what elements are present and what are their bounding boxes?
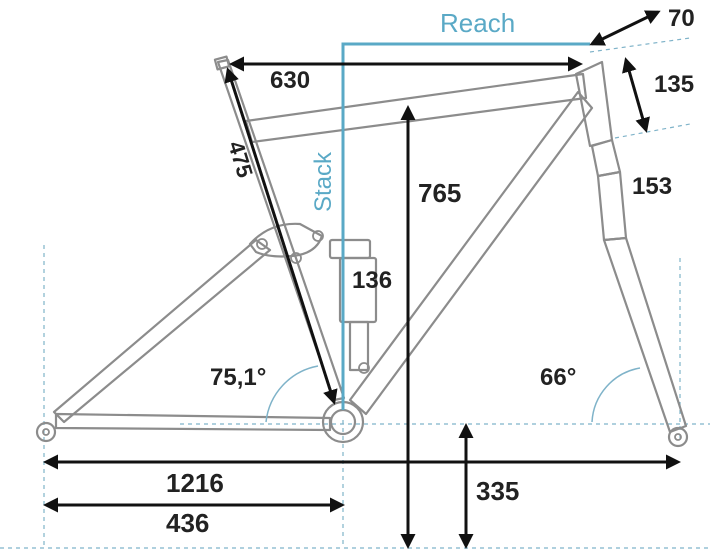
dimension-arrows	[43, 10, 681, 549]
seat-angle-label: 75,1°	[210, 364, 266, 391]
head-angle-label: 66°	[540, 364, 576, 391]
head-tube-label: 135	[654, 71, 694, 98]
wheelbase-label: 1216	[166, 468, 224, 498]
reach-offset-arrow	[589, 10, 661, 46]
shock-label: 136	[352, 267, 392, 294]
offset-label: 70	[668, 5, 695, 32]
fork-label: 153	[632, 173, 672, 200]
seat-tube-arrow	[224, 67, 338, 405]
seat-angle-arc	[265, 365, 319, 423]
stack-value-label: 765	[418, 178, 461, 208]
guide-lines	[0, 37, 712, 549]
chainstay-label: 436	[166, 508, 209, 538]
head-tube-arrow	[622, 57, 650, 133]
reach-label: Reach	[440, 8, 515, 38]
top-tube-label: 630	[270, 67, 310, 94]
stack-label: Stack	[310, 151, 337, 212]
head-angle-arc	[591, 367, 641, 423]
bike-frame	[35, 55, 689, 448]
bb-height-label: 335	[476, 476, 519, 506]
reach-stack-lines	[341, 42, 590, 410]
